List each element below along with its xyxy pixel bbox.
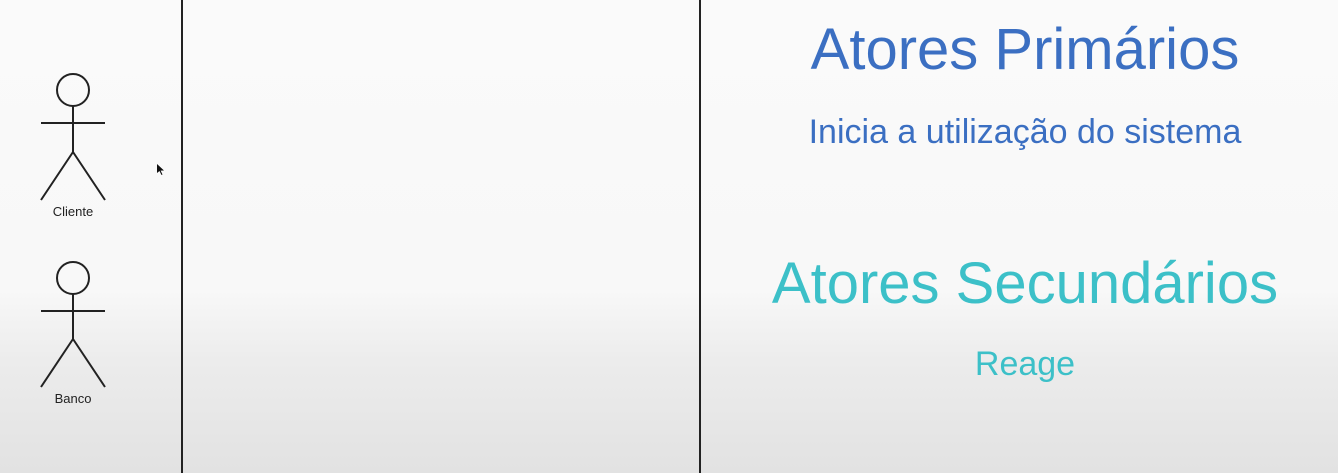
system-boundary-right-line xyxy=(699,0,701,473)
mouse-cursor-icon xyxy=(157,164,164,175)
primary-actors-title: Atores Primários xyxy=(810,17,1240,82)
actor-label: Banco xyxy=(54,391,92,406)
secondary-actors-title: Atores Secundários xyxy=(771,251,1279,316)
primary-actors-description: Inicia a utilização do sistema xyxy=(808,113,1242,151)
system-boundary-left-line xyxy=(181,0,183,473)
stick-figure-icon xyxy=(40,73,106,201)
actor-types-panel: Atores Primários Inicia a utilização do … xyxy=(700,0,1338,473)
secondary-actors-description: Reage xyxy=(974,345,1076,383)
actor-label: Cliente xyxy=(52,204,94,219)
actor-banco[interactable]: Banco xyxy=(33,261,113,406)
actor-cliente[interactable]: Cliente xyxy=(33,72,113,219)
stick-figure-icon xyxy=(40,261,106,388)
